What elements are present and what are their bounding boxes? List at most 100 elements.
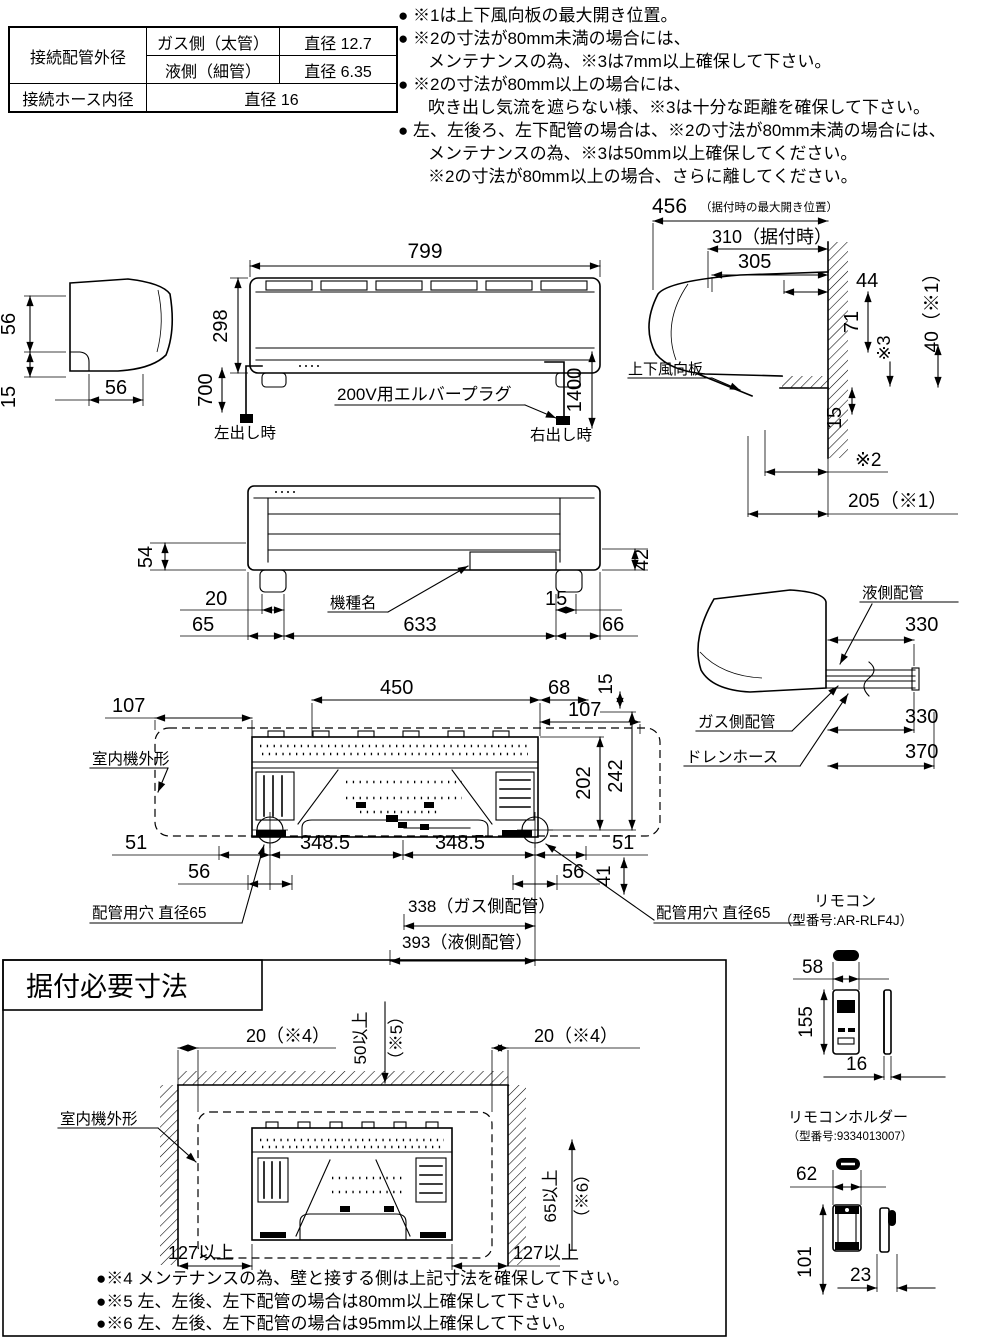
dim-700: 700	[195, 373, 217, 406]
dim-16: 16	[846, 1054, 867, 1075]
dim-15-rear: 15	[596, 673, 617, 694]
rear-view: 450 68 15 107 107 室内機外形 202 242	[89, 673, 801, 966]
note-1: ● ※1は上下風向板の最大開き位置。	[398, 6, 678, 25]
dim-348-right: 348.5	[435, 832, 485, 854]
dim-127-left: 127以上	[168, 1243, 234, 1263]
holder-model: （型番号:9334013007）	[788, 1129, 913, 1143]
label-plug: 200V用エルバープラグ	[337, 385, 512, 404]
label-gas-pipe: ガス側配管	[698, 713, 776, 731]
dim-50min: 50以上	[351, 1012, 370, 1065]
dim-330-gas: 330	[905, 706, 938, 728]
remote-control-view: リモコン （型番号:AR-RLF4J） 58 155 16	[779, 893, 946, 1081]
side-view-wall: 456 （据付時の最大開き位置） 310（据付時） 305 44 71 ※3 4…	[627, 195, 958, 518]
note-s4: ●※4 メンテナンスの為、壁と接する側は上記寸法を確保して下さい。	[96, 1269, 630, 1288]
label-indoor-outline: 室内機外形	[92, 750, 170, 768]
dim-205: 205（※1）	[848, 490, 947, 512]
dim-20-s4-right: 20（※4）	[534, 1026, 618, 1046]
side-view-left: 56 15 56	[0, 278, 174, 408]
dim-242: 242	[605, 759, 627, 792]
dim-62: 62	[796, 1164, 817, 1185]
dim-42: 42	[631, 549, 653, 571]
dim-393: 393（液側配管）	[402, 933, 532, 952]
dim-66: 66	[602, 614, 624, 636]
install-required-view: 据付必要寸法	[2, 959, 727, 1337]
dim-456-note: （据付時の最大開き位置）	[700, 200, 838, 214]
dim-s2: ※2	[855, 450, 882, 471]
label-liquid-pipe: 液側配管	[862, 584, 924, 602]
note-s6: ●※6 左、左後、左下配管の場合は95mm以上確保して下さい。	[96, 1314, 576, 1333]
spec-table: 接続配管外径 ガス側（太管） 直径 12.7 液側（細管） 直径 6.35 接続…	[8, 26, 398, 113]
note-4a: ● 左、左後ろ、左下配管の場合は、※2の寸法が80mm未満の場合には、	[398, 121, 946, 140]
dim-56-left: 56	[188, 861, 210, 883]
spec-pipe-outer-label: 接続配管外径	[8, 26, 147, 84]
label-left-out: 左出し時	[214, 424, 276, 442]
spec-gas-label: ガス側（太管）	[146, 26, 280, 56]
dim-305: 305	[738, 251, 771, 273]
dim-155: 155	[796, 1006, 817, 1038]
dim-50min-note: （※5）	[387, 1008, 406, 1068]
note-4c: ※2の寸法が80mm以上の場合、さらに離してください。	[428, 167, 858, 186]
dim-51-right: 51	[612, 832, 634, 854]
label-pipe-hole-left: 配管用穴 直径65	[92, 904, 207, 922]
remote-holder-view: リモコンホルダー （型番号:9334013007） 62 101 23	[788, 1109, 936, 1295]
dim-51-left: 51	[125, 832, 147, 854]
note-3a: ● ※2の寸法が80mm以上の場合には、	[398, 75, 691, 94]
piping-view: 液側配管 330 ガス側配管 330 ドレンホース 370	[683, 584, 959, 770]
dim-s3: ※3	[874, 335, 894, 360]
dim-310: 310（据付時）	[712, 227, 832, 247]
label-right-out: 右出し時	[530, 426, 592, 444]
dim-338: 338（ガス側配管）	[408, 897, 555, 916]
dim-65: 65	[192, 614, 214, 636]
label-install-outline: 室内機外形	[60, 1110, 138, 1128]
remote-title: リモコン	[814, 893, 876, 910]
note-2b: メンテナンスの為、※3は7mm以上確保して下さい。	[428, 52, 832, 71]
dim-348-left: 348.5	[300, 832, 350, 854]
install-notes: ●※4 メンテナンスの為、壁と接する側は上記寸法を確保して下さい。 ●※5 左、…	[96, 1268, 721, 1336]
remote-model: （型番号:AR-RLF4J）	[779, 913, 913, 928]
spec-liquid-label: 液側（細管）	[146, 55, 280, 84]
dim-15-bottom: 15	[545, 588, 567, 610]
dim-20-s4-left: 20（※4）	[246, 1026, 330, 1046]
dim-107-left: 107	[112, 695, 145, 717]
label-pipe-hole-right: 配管用穴 直径65	[656, 904, 771, 922]
dim-23: 23	[850, 1265, 871, 1286]
note-s5: ●※5 左、左後、左下配管の場合は80mm以上確保して下さい。	[96, 1291, 576, 1311]
dim-40: 40（※1）	[921, 264, 943, 353]
dim-202: 202	[573, 766, 595, 799]
spec-hose-value: 直径 16	[146, 83, 398, 113]
dim-107-right: 107	[568, 699, 601, 721]
label-louver: 上下風向板	[628, 360, 703, 378]
dim-56-vertical: 56	[0, 313, 20, 335]
dim-56-horizontal: 56	[105, 377, 127, 399]
dim-15-wall: 15	[824, 407, 846, 429]
spec-hose-label: 接続ホース内径	[8, 83, 147, 113]
note-4b: メンテナンスの為、※3は50mm以上確保してください。	[428, 144, 858, 163]
holder-title: リモコンホルダー	[788, 1109, 908, 1126]
dim-44: 44	[856, 270, 878, 292]
dim-65min-note: （※6）	[573, 1166, 592, 1226]
front-view: 799 700 左出し時 1400 右出し時	[195, 240, 601, 444]
dim-370: 370	[905, 741, 938, 763]
bottom-view: 54 42 20 15 65 633 66	[135, 485, 653, 640]
dim-456: 456	[652, 195, 687, 218]
top-notes: ● ※1は上下風向板の最大開き位置。 ● ※2の寸法が80mm未満の場合には、 …	[398, 4, 988, 188]
dim-799: 799	[407, 240, 442, 263]
dim-58: 58	[802, 957, 823, 978]
dim-15-left: 15	[0, 386, 20, 408]
dim-68: 68	[548, 677, 570, 699]
dim-450: 450	[380, 677, 413, 699]
dim-330-liquid: 330	[905, 614, 938, 636]
dim-298: 298	[210, 309, 232, 342]
label-model-name: 機種名	[330, 594, 377, 612]
dim-54: 54	[135, 546, 157, 568]
dim-1400: 1400	[564, 368, 586, 413]
install-title: 据付必要寸法	[26, 972, 188, 1002]
dim-41: 41	[594, 865, 615, 886]
dim-101: 101	[795, 1246, 816, 1278]
dim-20: 20	[205, 588, 227, 610]
spec-gas-value: 直径 12.7	[279, 26, 398, 56]
dim-65min: 65以上	[541, 1170, 560, 1223]
spec-liquid-value: 直径 6.35	[279, 55, 398, 84]
